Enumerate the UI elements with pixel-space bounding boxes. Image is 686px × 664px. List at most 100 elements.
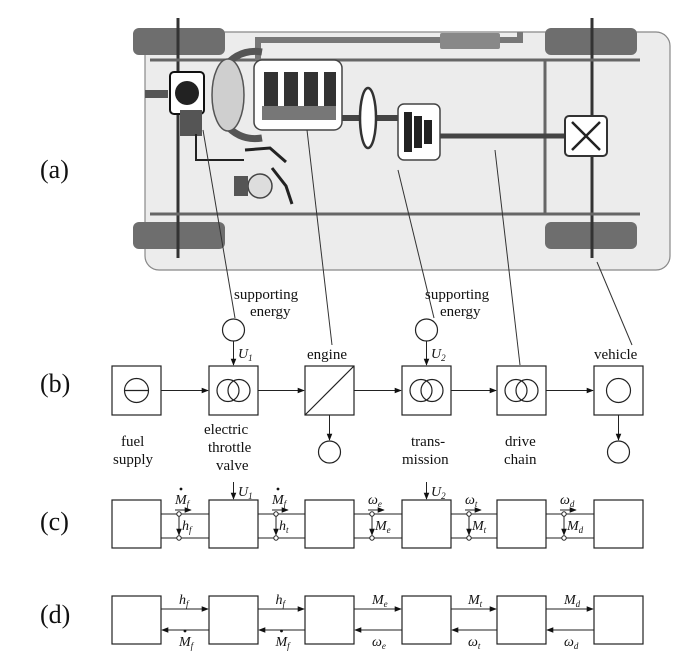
signal-block-c-5 [496,499,547,549]
node-c-top-2 [273,511,279,517]
transmission-label-1: trans- [411,434,445,450]
signal-block-c-4 [401,499,452,549]
signal-block-d-3 [304,595,355,645]
sig-d-bottom-1-dot [183,629,187,633]
sig-d-bottom-2: Mf [275,635,292,651]
node-c-top-3 [369,511,375,517]
output-sink-vehicle-icon [606,440,631,464]
u1-label-c: U1 [238,485,253,501]
master-cylinder [234,176,248,196]
node-c-top-1 [176,511,182,517]
transmission-label-2: mission [402,452,449,468]
sig-d-top-4: Mt [467,593,483,609]
node-c-bottom-1 [176,535,182,541]
differential-gears-icon [571,121,601,151]
panel-label-b: (b) [40,369,70,398]
signal-block-c-1 [111,499,162,549]
engine-cylinders [262,72,336,120]
signal-block-c-6 [593,499,644,549]
throttle-label-3: valve [216,458,249,474]
throttle-cable [195,134,244,161]
u2-label-b: U2 [431,347,446,363]
throttle-plate-icon [175,81,199,105]
u2-label-c: U2 [431,485,446,501]
sig-d-top-5: Md [563,593,581,609]
clutch [358,86,378,150]
sig-c-bottom-4: Mt [471,519,487,535]
brake-booster [247,173,273,199]
sig-c-top-4: ωt [465,493,478,509]
energy-flow-diagram [111,318,644,464]
vehicle-schematic [133,18,671,366]
node-c-top-5 [561,511,567,517]
node-c-bottom-4 [466,535,472,541]
pointer-engine [306,129,333,346]
throttle-block [208,365,259,416]
signal-block-d-6 [593,595,644,645]
drive-chain-label-2: chain [504,452,537,468]
energy-source-right-icon [414,318,439,342]
energy-right-line1: supporting [425,287,490,303]
fuel-supply-label-2: supply [113,452,154,468]
throttle-actuator [180,110,202,136]
node-c-bottom-3 [369,535,375,541]
sig-d-bottom-4: ωt [468,635,481,651]
vehicle-label: vehicle [594,347,638,363]
node-c-top-4 [466,511,472,517]
accelerator-pedal [244,146,287,164]
node-c-bottom-5 [561,535,567,541]
signal-block-d-5 [496,595,547,645]
sig-d-bottom-2-dot [280,629,283,633]
brake-pedal [270,167,294,205]
loss-sink-engine-icon [317,440,342,464]
throttle-label-1: electric [204,422,248,438]
sig-c-bottom-3: Me [374,519,391,535]
sig-c-top-3: ωe [368,493,382,509]
drive-chain-block [496,365,547,416]
panel-label-d: (d) [40,600,70,629]
signal-block-c-2 [208,499,259,549]
sig-c-top-1-dot [179,487,183,491]
sig-c-top-1: Mf [174,493,191,509]
pointer-drive-chain [494,149,521,366]
panel-label-a: (a) [40,155,69,184]
sink-symbol-icon [605,377,632,404]
signal-block-d-4 [401,595,452,645]
drive-chain-symbol-icon [504,378,539,403]
sig-d-bottom-1: Mf [178,635,195,651]
signal-block-c-3 [304,499,355,549]
transmission-symbol-icon [409,378,444,403]
sig-c-bottom-1: hf [182,519,193,535]
panel-label-c: (c) [40,507,69,536]
sig-c-bottom-5: Md [566,519,584,535]
fuel-supply-label-1: fuel [121,434,144,450]
sig-c-top-2-dot [276,487,280,491]
energy-left-line1: supporting [234,287,299,303]
u1-label-b: U1 [238,347,253,363]
energy-right-line2: energy [440,304,481,320]
sig-c-bottom-2: ht [279,519,289,535]
energy-left-line2: energy [250,304,291,320]
vehicle-block [593,365,644,416]
pointer-throttle [202,129,236,319]
throttle-label-2: throttle [208,440,252,456]
drive-chain-label-1: drive [505,434,536,450]
node-c-bottom-2 [273,535,279,541]
signal-block-d-2 [208,595,259,645]
sig-d-bottom-3: ωe [372,635,386,651]
sig-c-top-2: Mf [271,493,288,509]
sig-d-top-2: hf [276,593,287,609]
signal-block-d-1 [111,595,162,645]
sig-d-top-1: hf [179,593,190,609]
pointer-vehicle [596,261,633,346]
engine-label: engine [307,347,347,363]
sig-c-top-5: ωd [560,493,575,509]
transmission-block [401,365,452,416]
engine-converter-icon [304,365,355,416]
pointer-transmission [397,169,435,319]
converter-symbol-icon [216,378,251,403]
